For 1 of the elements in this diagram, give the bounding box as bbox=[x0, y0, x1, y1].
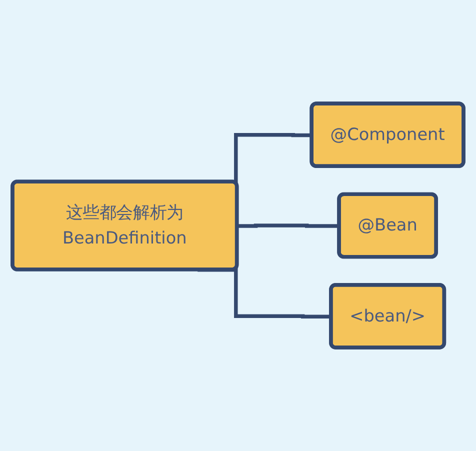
connector bbox=[237, 224, 340, 228]
